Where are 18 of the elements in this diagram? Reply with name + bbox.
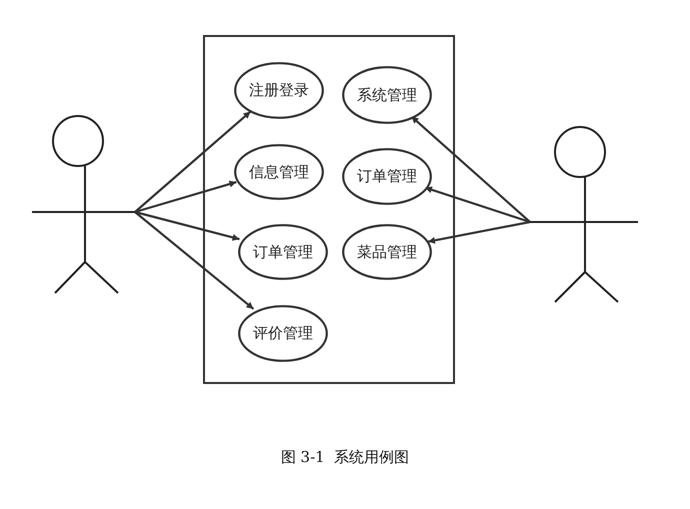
arrow [410,116,531,223]
use-case-ellipse: 订单管理 [342,148,432,205]
arrow [134,210,240,241]
use-case-ellipse: 注册登录 [234,62,324,119]
system-boundary [203,35,455,384]
use-case-ellipse: 信息管理 [234,144,324,200]
actor-figure [530,126,638,304]
actor-figure [32,114,135,295]
arrow [424,186,530,224]
use-case-ellipse: 菜品管理 [342,224,432,280]
use-case-ellipse: 评价管理 [238,305,328,362]
arrow [134,211,254,310]
arrow [134,110,252,213]
arrow [134,180,237,214]
use-case-ellipse: 系统管理 [342,66,432,124]
figure-caption: 图 3-1 系统用例图 [280,448,410,467]
arrow [428,220,530,244]
use-case-ellipse: 订单管理 [238,224,328,280]
